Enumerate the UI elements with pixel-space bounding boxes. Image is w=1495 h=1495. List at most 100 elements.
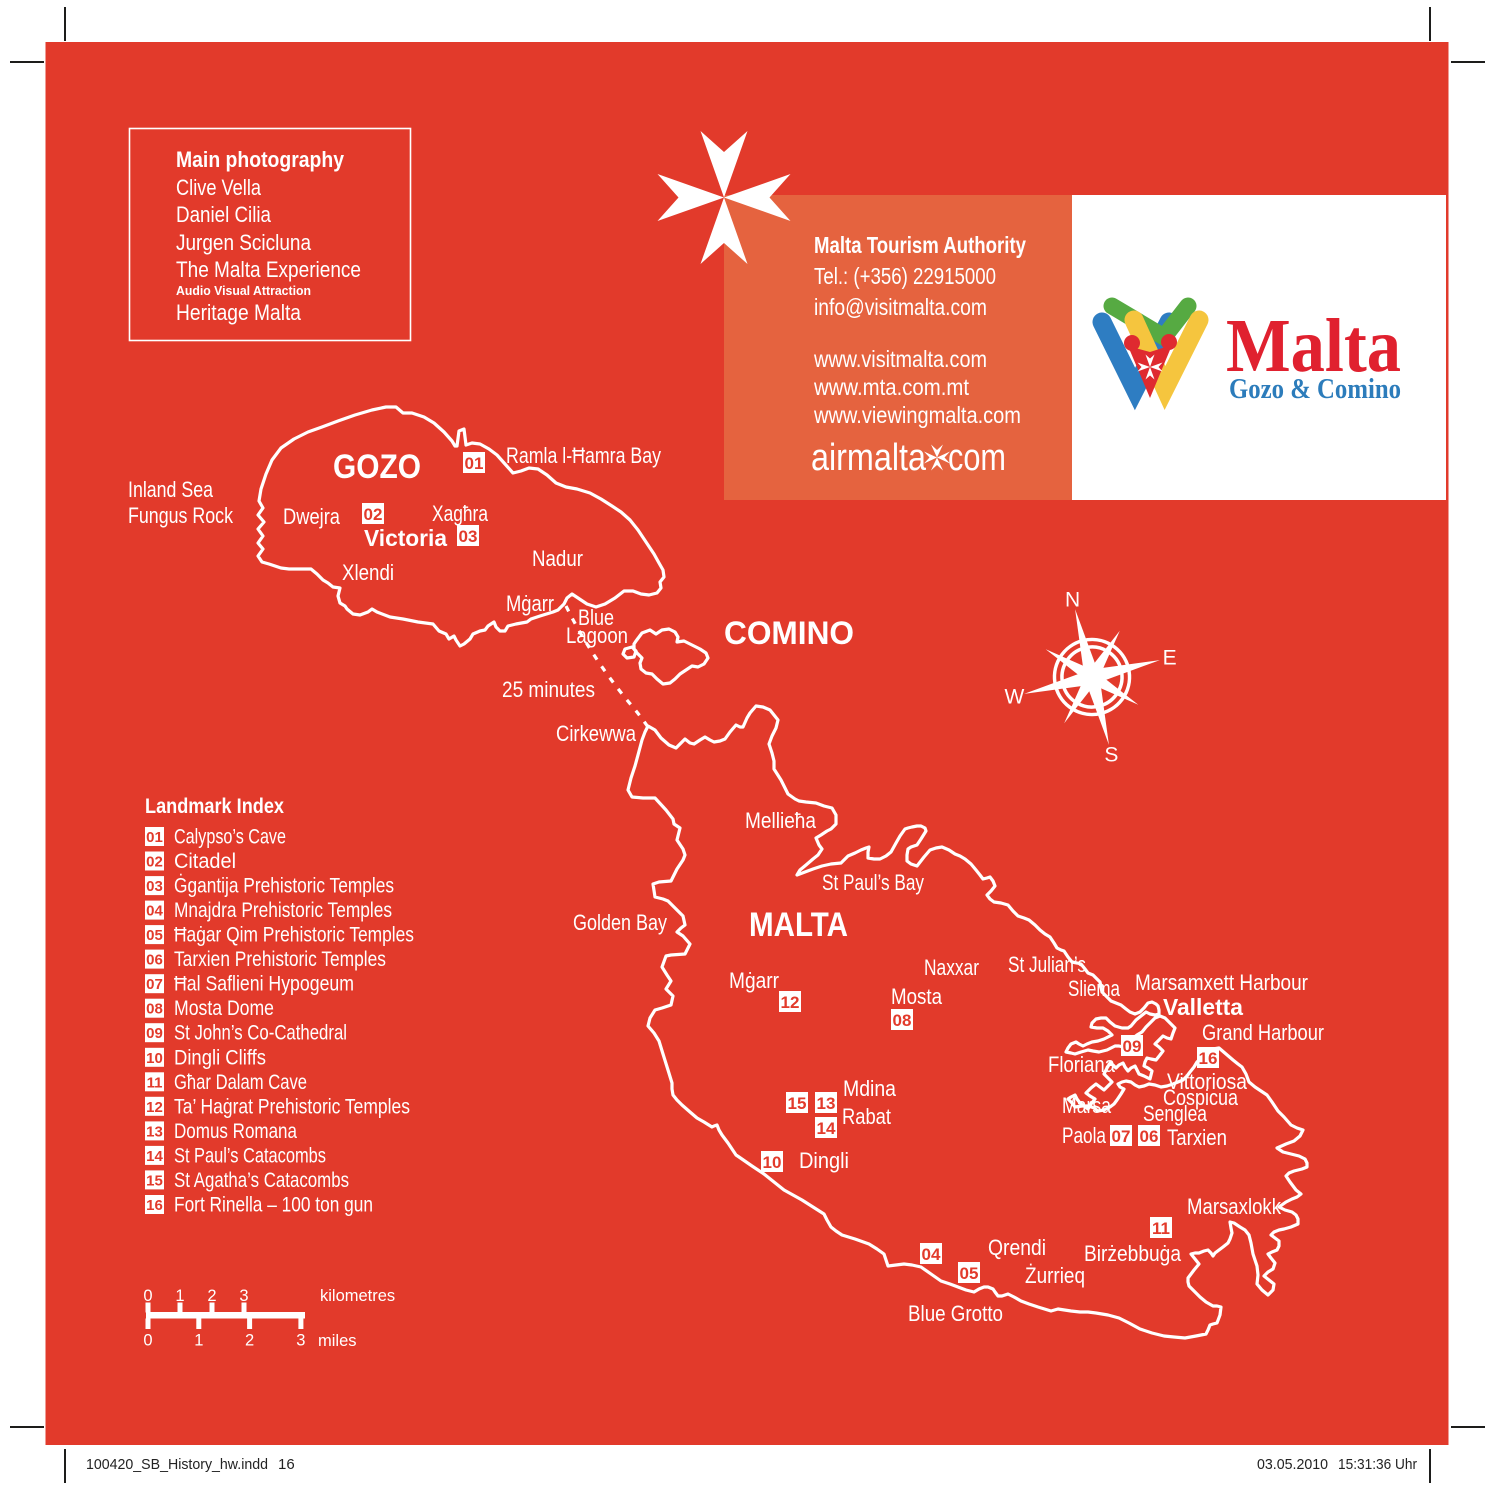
svg-text:15: 15 [146,1172,163,1189]
svg-text:Mosta: Mosta [891,984,943,1009]
svg-text:Clive Vella: Clive Vella [176,175,262,200]
svg-text:Malta Tourism Authority: Malta Tourism Authority [814,232,1026,258]
svg-text:GOZO: GOZO [333,448,421,486]
svg-text:Senglea: Senglea [1143,1101,1208,1126]
svg-text:07: 07 [1112,1127,1131,1146]
svg-text:1: 1 [175,1287,184,1305]
svg-text:Għar Dalam Cave: Għar Dalam Cave [174,1071,307,1094]
svg-text:Malta: Malta [1226,304,1401,388]
svg-text:Audio Visual Attraction: Audio Visual Attraction [176,283,311,298]
svg-text:Mġarr: Mġarr [729,968,779,993]
svg-text:Tarxien: Tarxien [1167,1125,1227,1150]
svg-text:Mellieħa: Mellieħa [745,808,817,833]
svg-text:Heritage Malta: Heritage Malta [176,300,302,325]
svg-text:Mġarr: Mġarr [506,591,554,616]
svg-text:info@visitmalta.com: info@visitmalta.com [814,294,987,320]
svg-text:Daniel Cilia: Daniel Cilia [176,202,272,227]
svg-text:Cirkewwa: Cirkewwa [556,721,637,746]
svg-text:Ramla l-Ħamra Bay: Ramla l-Ħamra Bay [506,443,661,468]
svg-text:Marsa: Marsa [1062,1093,1112,1118]
svg-text:St Paul’s Bay: St Paul’s Bay [822,870,924,895]
svg-text:02: 02 [146,854,163,871]
svg-text:10: 10 [146,1050,163,1067]
svg-text:14: 14 [817,1119,836,1138]
svg-text:Gozo & Comino: Gozo & Comino [1229,373,1401,405]
svg-text:2: 2 [245,1332,254,1350]
svg-text:2: 2 [207,1287,216,1305]
svg-text:Jurgen Scicluna: Jurgen Scicluna [176,230,312,255]
svg-text:16: 16 [278,1456,295,1473]
svg-text:09: 09 [146,1025,163,1042]
svg-text:Main photography: Main photography [176,147,345,172]
svg-text:Ħal Saflieni Hypogeum: Ħal Saflieni Hypogeum [174,973,354,996]
svg-text:Blue Grotto: Blue Grotto [908,1301,1003,1326]
svg-text:09: 09 [1123,1037,1142,1056]
svg-text:13: 13 [146,1123,163,1140]
svg-text:Blue: Blue [578,605,614,630]
svg-text:Dingli Cliffs: Dingli Cliffs [174,1046,266,1069]
svg-text:08: 08 [893,1011,912,1030]
svg-text:www.visitmalta.com: www.visitmalta.com [813,346,987,372]
svg-text:01: 01 [146,829,163,846]
svg-text:miles: miles [318,1332,357,1350]
svg-text:03: 03 [146,878,163,895]
svg-text:MALTA: MALTA [749,906,848,944]
svg-text:3: 3 [296,1332,305,1350]
svg-text:03: 03 [459,527,478,546]
svg-text:100420_SB_History_hw.indd: 100420_SB_History_hw.indd [86,1456,268,1473]
svg-text:Lagoon: Lagoon [566,623,628,648]
svg-text:25 minutes: 25 minutes [502,677,595,702]
svg-text:Marsamxett Harbour: Marsamxett Harbour [1135,970,1308,995]
svg-text:N: N [1065,588,1080,611]
svg-text:Vittoriosa: Vittoriosa [1167,1069,1248,1094]
svg-text:Sliema: Sliema [1068,976,1121,1001]
svg-text:Floriana: Floriana [1048,1052,1116,1077]
svg-text:Mdina: Mdina [843,1076,897,1101]
svg-text:St Agatha’s Catacombs: St Agatha’s Catacombs [174,1169,349,1192]
svg-text:Victoria: Victoria [364,525,447,551]
svg-text:airmalta: airmalta [811,437,927,479]
svg-text:11: 11 [147,1074,163,1091]
svg-text:02: 02 [364,505,383,524]
svg-text:E: E [1163,647,1177,670]
svg-text:05: 05 [146,927,163,944]
svg-text:Ġgantija Prehistoric Temples: Ġgantija Prehistoric Temples [174,875,394,898]
svg-text:13: 13 [817,1094,836,1113]
svg-text:04: 04 [922,1245,941,1264]
svg-text:01: 01 [465,454,484,473]
svg-text:Rabat: Rabat [842,1104,891,1129]
svg-text:Golden Bay: Golden Bay [573,910,667,935]
svg-text:Tarxien Prehistoric Temples: Tarxien Prehistoric Temples [174,948,386,971]
svg-text:04: 04 [146,903,163,920]
svg-text:08: 08 [146,1001,163,1018]
svg-text:16: 16 [1199,1049,1218,1068]
svg-text:Birżebbuġa: Birżebbuġa [1084,1241,1182,1266]
svg-text:Calypso’s Cave: Calypso’s Cave [174,826,286,849]
svg-text:03.05.2010: 03.05.2010 [1257,1456,1328,1473]
svg-text:www.mta.com.mt: www.mta.com.mt [813,374,969,400]
svg-text:07: 07 [146,976,163,993]
svg-text:kilometres: kilometres [320,1287,395,1305]
svg-text:Qrendi: Qrendi [988,1235,1046,1260]
svg-text:Fungus Rock: Fungus Rock [128,503,234,528]
svg-text:Inland Sea: Inland Sea [128,477,214,502]
svg-text:06: 06 [146,952,163,969]
svg-text:St Paul’s Catacombs: St Paul’s Catacombs [174,1144,326,1167]
svg-text:Ħaġar Qim Prehistoric Temples: Ħaġar Qim Prehistoric Temples [174,924,414,947]
svg-text:www.viewingmalta.com: www.viewingmalta.com [813,402,1021,428]
svg-text:Domus Romana: Domus Romana [174,1120,297,1143]
svg-text:12: 12 [146,1099,163,1116]
svg-text:Landmark Index: Landmark Index [145,795,284,818]
svg-text:12: 12 [781,993,800,1012]
svg-text:Naxxar: Naxxar [924,955,979,980]
svg-text:St John’s Co-Cathedral: St John’s Co-Cathedral [174,1022,347,1045]
svg-text:Paola: Paola [1062,1123,1107,1148]
svg-text:The Malta Experience: The Malta Experience [176,257,361,282]
svg-text:Mosta Dome: Mosta Dome [174,997,274,1020]
svg-text:11: 11 [1152,1219,1170,1238]
svg-text:05: 05 [960,1264,979,1283]
svg-text:14: 14 [146,1148,163,1165]
svg-text:Citadel: Citadel [174,850,236,873]
svg-text:com: com [948,437,1006,479]
svg-text:Valletta: Valletta [1163,994,1243,1020]
